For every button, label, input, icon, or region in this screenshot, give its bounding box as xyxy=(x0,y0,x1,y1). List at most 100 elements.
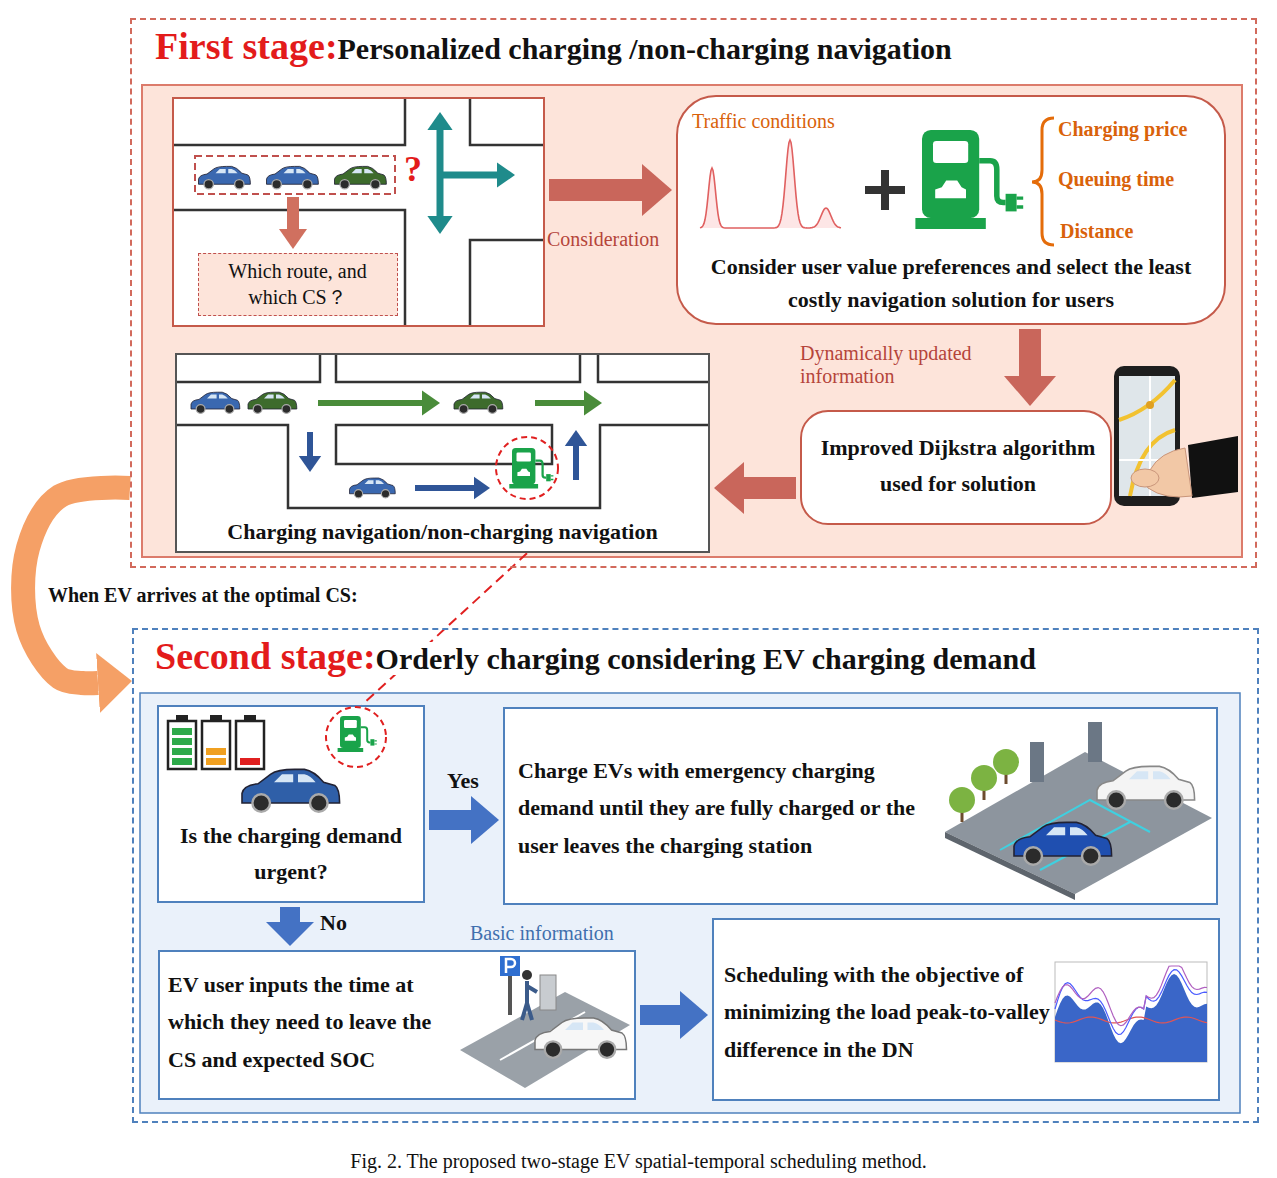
label-holder: Dynamically updated information xyxy=(800,342,1005,388)
charger-base xyxy=(338,748,364,752)
parking-ground xyxy=(945,752,1212,894)
decision-box: Is the charging demand urgent? xyxy=(157,705,425,903)
stage-label: Second stage: xyxy=(155,635,376,677)
arrow-shaft xyxy=(318,400,424,406)
node-text: Consider user value preferences and sele… xyxy=(690,250,1212,316)
charger-base xyxy=(915,218,985,229)
charger-plug xyxy=(1006,194,1017,212)
illustration-group xyxy=(174,99,543,325)
tree-crown xyxy=(993,749,1019,775)
brace xyxy=(1032,118,1054,245)
node-text: Charging navigation/non-charging navigat… xyxy=(185,514,700,550)
charger-screen xyxy=(517,453,531,462)
stage-heading: First stage:Personalized charging /non-c… xyxy=(155,24,952,68)
arrow-shaft xyxy=(307,432,313,458)
node-text: Is the charging demand urgent? xyxy=(165,818,417,891)
text-holder: Charging price xyxy=(1058,118,1218,141)
car-group-outline xyxy=(195,156,395,194)
algorithm-box: Improved Dijkstra algorithm used for sol… xyxy=(800,410,1112,525)
car-wheel xyxy=(272,180,281,189)
person-body xyxy=(522,981,537,1020)
charger-icon xyxy=(915,130,1023,229)
node-text: Which route, and which CS？ xyxy=(204,258,392,310)
map-road xyxy=(1119,380,1175,420)
highlight-circle xyxy=(326,707,386,767)
question-box: Which route, and which CS？ xyxy=(198,253,398,316)
car-icon xyxy=(248,392,297,413)
flow-arrow xyxy=(744,477,796,499)
stage-frame: First stage:Personalized charging /non-c… xyxy=(130,18,1257,568)
edge-label: Yes xyxy=(447,768,507,794)
charger-body xyxy=(512,448,535,484)
sign-post xyxy=(508,975,512,1015)
car-wheel xyxy=(1107,791,1125,809)
edge-label: When EV arrives at the optimal CS: xyxy=(48,583,358,607)
load-line xyxy=(1055,970,1207,1035)
car-window xyxy=(352,169,374,173)
battery-bar xyxy=(172,738,192,745)
map-pin xyxy=(1146,401,1154,409)
arrow-shaft xyxy=(287,197,299,231)
car-icon xyxy=(1097,766,1195,808)
road-edge xyxy=(336,355,580,382)
edge-label: No xyxy=(320,910,380,936)
charger-screen xyxy=(933,141,968,163)
car-icon xyxy=(454,392,503,413)
car-wheel xyxy=(252,794,270,812)
highlight-circle xyxy=(496,437,558,499)
car-wheel xyxy=(354,490,362,498)
node-text: Queuing time xyxy=(1058,168,1218,191)
car-wheel xyxy=(340,180,349,189)
arrow-shaft xyxy=(440,172,499,179)
arrow-head xyxy=(474,477,490,499)
car-wheel xyxy=(545,1041,562,1058)
car-wheel xyxy=(1024,847,1042,865)
car-wheel xyxy=(253,405,262,414)
edge-label: Consideration xyxy=(547,228,677,251)
arrow-head xyxy=(299,456,321,472)
car-wheel xyxy=(459,405,468,414)
charger-cord xyxy=(361,727,371,742)
arrow-head xyxy=(565,430,587,446)
illustration-group xyxy=(945,722,1212,900)
arrow-head xyxy=(497,162,515,187)
stage-label: First stage: xyxy=(155,25,338,67)
road-edge xyxy=(336,425,552,464)
text-holder: Distance xyxy=(1060,220,1220,243)
charger-car xyxy=(935,181,966,199)
arrow-shaft xyxy=(573,444,579,480)
consideration-box: Traffic conditionsCharging priceQueuing … xyxy=(676,95,1226,325)
car-window xyxy=(264,395,285,399)
node-text: Scheduling with the objective of minimiz… xyxy=(724,956,1052,1068)
car-wheel xyxy=(235,180,244,189)
stage-heading: Second stage:Orderly charging considerin… xyxy=(155,634,1036,678)
car-window xyxy=(216,169,238,173)
road-edge xyxy=(470,240,543,325)
illustration-group xyxy=(460,956,630,1088)
traffic-area xyxy=(700,140,841,228)
charger-plug xyxy=(546,474,551,481)
illustration-group xyxy=(1114,366,1238,506)
car-icon xyxy=(350,478,396,498)
parking-glyph xyxy=(506,959,515,973)
charging-post xyxy=(1030,742,1044,782)
car-wheel xyxy=(282,405,291,414)
car-icon xyxy=(242,769,340,811)
text-holder: Which route, and which CS？ xyxy=(204,258,392,310)
text-holder: Is the charging demand urgent? xyxy=(165,818,417,891)
battery-bar xyxy=(172,728,192,735)
node-text: Improved Dijkstra algorithm used for sol… xyxy=(812,430,1104,503)
node-text: Distance xyxy=(1060,220,1220,243)
label-holder: No xyxy=(320,910,380,936)
node-text: ? xyxy=(404,150,434,190)
car-wheel xyxy=(371,180,380,189)
text-holder: Scheduling with the objective of minimiz… xyxy=(724,956,1052,1068)
plus-sign xyxy=(865,170,905,210)
node-text: EV user inputs the time at which they ne… xyxy=(168,966,453,1078)
charger-screen xyxy=(344,720,357,728)
charger-plug xyxy=(370,739,374,745)
label-holder: When EV arrives at the optimal CS: xyxy=(48,583,468,607)
charger-prong xyxy=(551,476,554,480)
text-holder: ? xyxy=(404,150,434,190)
charger-prong xyxy=(1017,198,1024,207)
